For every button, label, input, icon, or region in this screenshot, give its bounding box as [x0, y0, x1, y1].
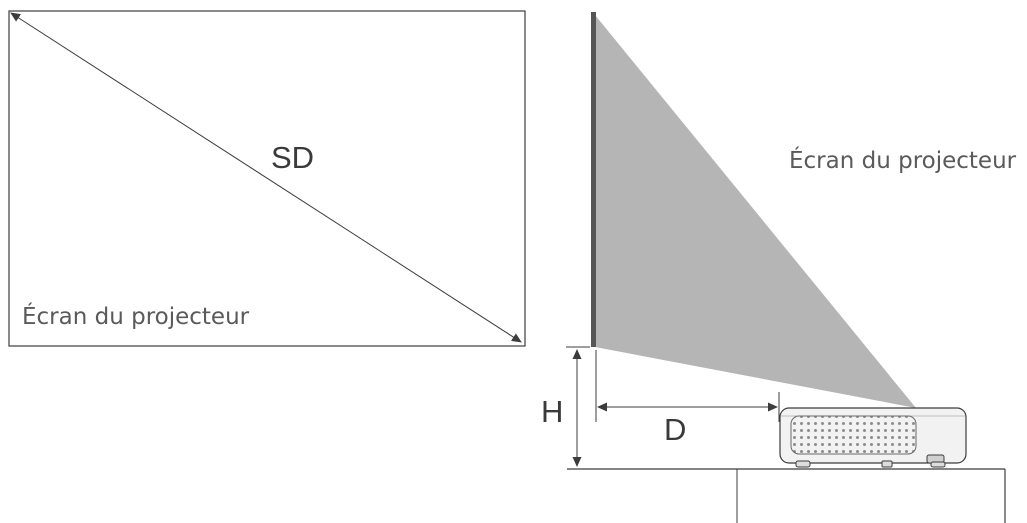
projector-foot-right	[930, 461, 946, 468]
screen-diagonal-label: SD	[271, 140, 315, 175]
projector-grille	[790, 415, 917, 455]
projector-foot-left	[795, 460, 811, 468]
screen-label-front: Écran du projecteur	[22, 304, 250, 330]
screen-label-side: Écran du projecteur	[789, 148, 1017, 174]
screen-diagonal-arrow	[10, 12, 522, 343]
projector-foot-middle	[881, 460, 893, 468]
screen-front-view	[8, 10, 526, 347]
screen-side-edge	[591, 12, 596, 347]
height-label: H	[541, 394, 564, 429]
projection-beam	[595, 15, 916, 408]
distance-label: D	[664, 412, 687, 447]
projector	[779, 407, 967, 468]
